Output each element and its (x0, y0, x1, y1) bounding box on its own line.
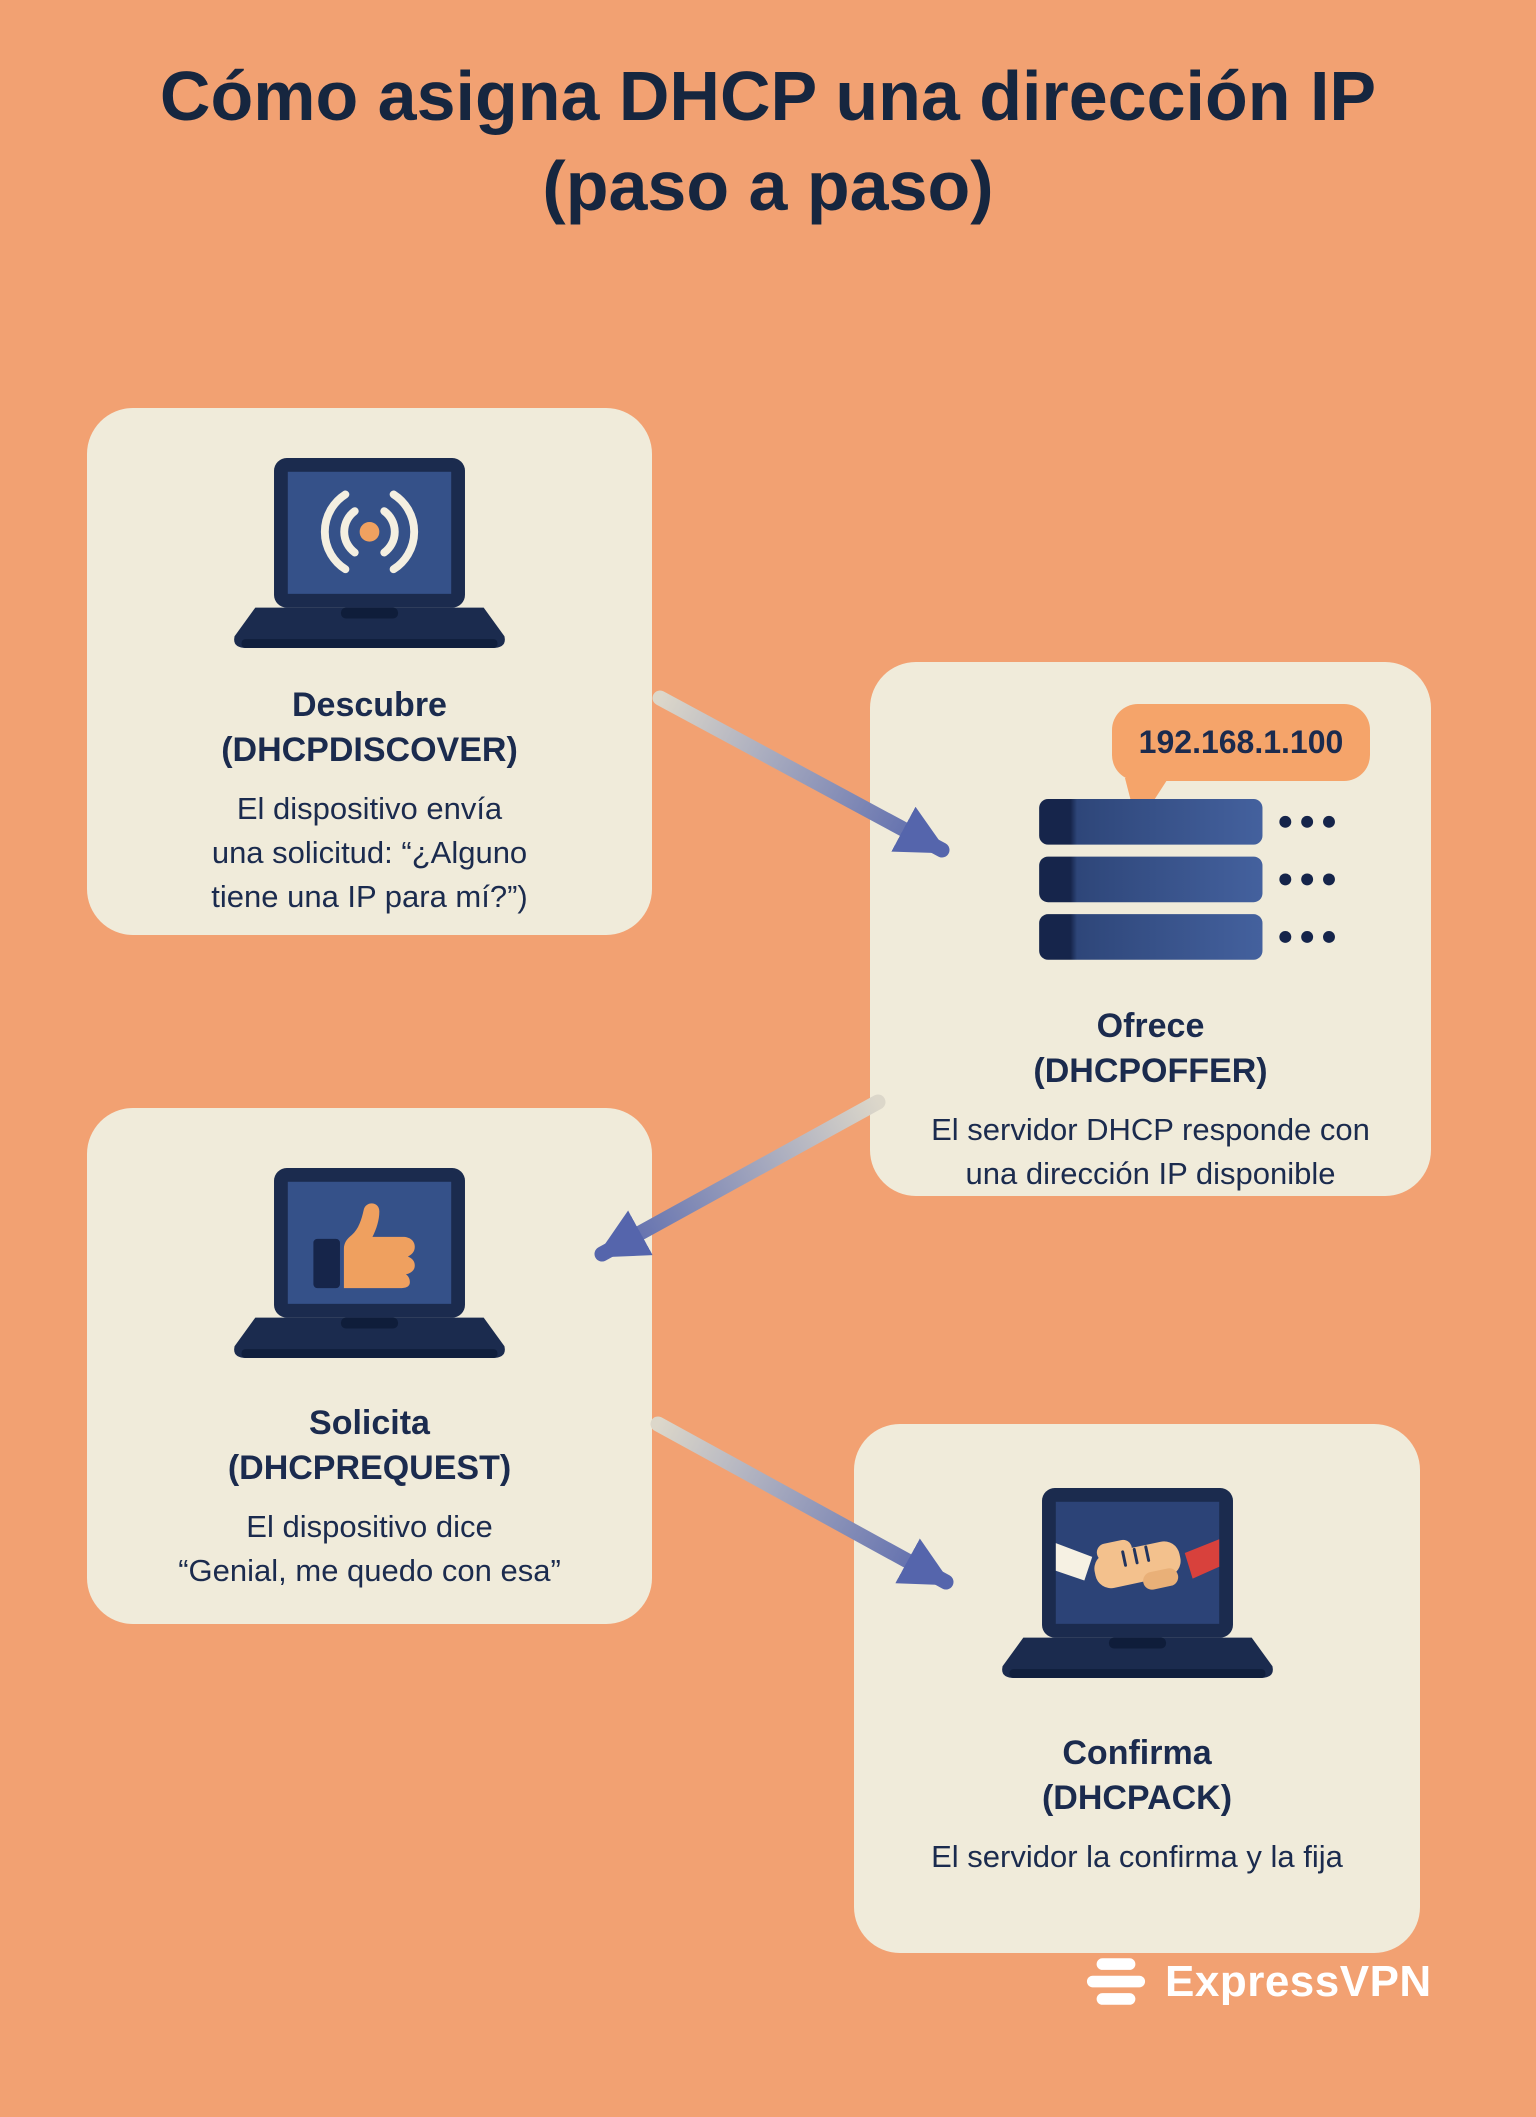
step-body-line: El servidor DHCP responde con (931, 1111, 1370, 1147)
step-body-line: una solicitud: “¿Alguno (211, 834, 528, 870)
title-line-2: (paso a paso) (542, 146, 994, 225)
footer-brand: ExpressVPN (1085, 1956, 1432, 2008)
step-card-discover: Descubre (DHCPDISCOVER) El dispositivo e… (87, 408, 652, 935)
step-heading: Solicita (309, 1404, 430, 1442)
laptop-broadcast-icon (234, 458, 505, 648)
step-protocol: (DHCPACK) (1041, 1778, 1233, 1817)
ip-speech-bubble: 192.168.1.100 (1112, 704, 1370, 782)
laptop-thumbs-up-icon (234, 1168, 505, 1358)
step-heading: Ofrece (1096, 1007, 1205, 1046)
step-body-line: “Genial, me quedo con esa” (178, 1552, 561, 1588)
ip-address-text: 192.168.1.100 (1138, 724, 1344, 761)
step-card-request: Solicita (DHCPREQUEST) El dispositivo di… (87, 1108, 652, 1624)
step-body-line: tiene una IP para mí?”) (211, 878, 528, 914)
step-body-line: El servidor la confirma y la fija (931, 1838, 1343, 1874)
step-body-line: El dispositivo dice (246, 1508, 493, 1544)
step-protocol: (DHCPDISCOVER) (221, 730, 518, 769)
brand-wordmark: ExpressVPN (1165, 1957, 1432, 2006)
step-body-line: El dispositivo envía (236, 790, 503, 826)
step-heading: Descubre (292, 686, 447, 724)
step-protocol: (DHCPOFFER) (1033, 1052, 1268, 1091)
title-line-1: Cómo asigna DHCP una dirección IP (159, 57, 1377, 135)
server-stack-icon (1039, 799, 1335, 961)
step-card-ack: Confirma (DHCPACK) El servidor la confir… (854, 1424, 1420, 1953)
expressvpn-logo-icon (1086, 1958, 1146, 2005)
step-card-offer: 192.168.1.100 (870, 662, 1431, 1196)
page-title: Cómo asigna DHCP una dirección IP (paso … (0, 52, 1536, 231)
laptop-handshake-icon (1001, 1488, 1273, 1678)
step-protocol: (DHCPREQUEST) (227, 1448, 512, 1487)
step-heading: Confirma (1062, 1734, 1212, 1772)
step-body-line: una dirección IP disponible (965, 1155, 1336, 1191)
